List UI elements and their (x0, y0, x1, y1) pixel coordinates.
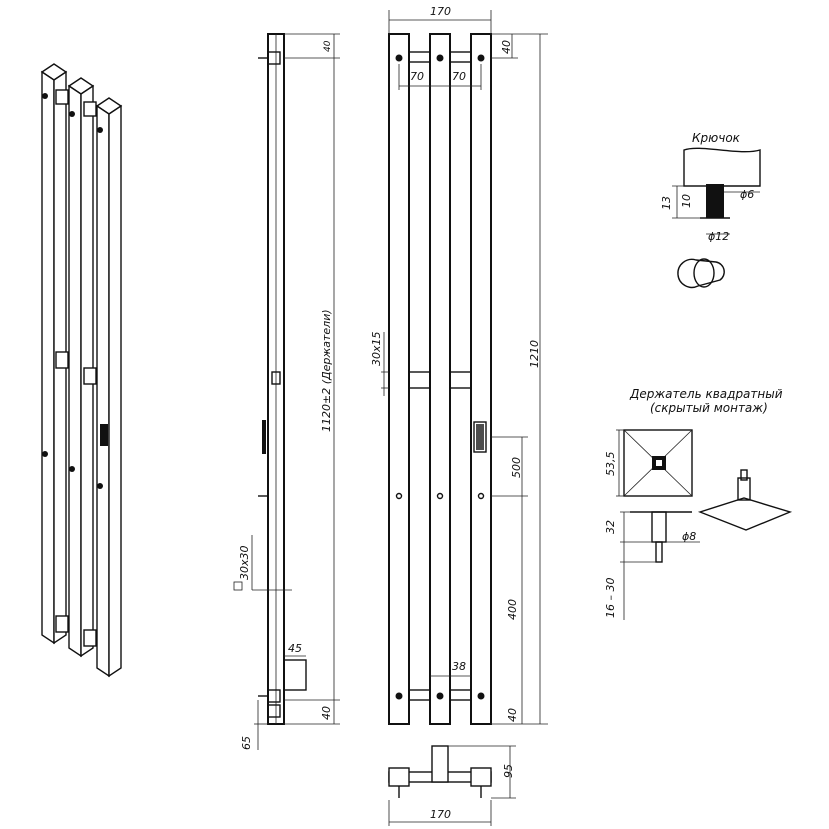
isometric-view (40, 63, 123, 678)
dim-95: 95 (502, 764, 515, 778)
dim-70-left: 70 (410, 70, 424, 83)
dim-40-front-bottom: 40 (506, 708, 519, 722)
dim-1210: 1210 (528, 340, 541, 368)
front-view (381, 10, 548, 725)
hook-dim-d12: ϕ12 (708, 230, 729, 243)
dim-30x15: 30x15 (370, 331, 383, 366)
dim-400: 400 (506, 599, 519, 620)
holder-dim-d8: ϕ8 (682, 530, 696, 543)
dim-40-side-top: 40 (323, 40, 333, 52)
dim-30x30: 30x30 (238, 545, 251, 580)
hook-labels: Крючок 13 10 ϕ6 ϕ12 (660, 131, 754, 243)
holder-dim-16-30: 16 – 30 (604, 578, 617, 619)
dim-40-side-bottom: 40 (320, 706, 333, 720)
holder-labels: Держатель квадратный (скрытый монтаж) 53… (604, 387, 783, 618)
hook-dim-d6: ϕ6 (740, 188, 754, 201)
hook-dim-10: 10 (680, 194, 693, 208)
dim-65: 65 (240, 736, 253, 750)
holder-detail (616, 429, 793, 620)
top-view (388, 745, 516, 826)
dim-500: 500 (510, 457, 523, 478)
holder-dim-32: 32 (604, 520, 617, 534)
dimension-labels: 170 170 40 40 70 70 1210 1120±2 (Держате… (238, 5, 541, 821)
dim-1120-holders: 1120±2 (Держатели) (320, 309, 333, 432)
dim-45: 45 (288, 642, 302, 655)
dim-70-right: 70 (452, 70, 466, 83)
hook-detail (672, 147, 761, 289)
dim-170-bottom: 170 (430, 808, 451, 821)
hook-title: Крючок (692, 131, 741, 145)
side-view (233, 33, 340, 750)
holder-title-1: Держатель квадратный (629, 387, 783, 401)
hook-dim-13: 13 (660, 196, 673, 210)
dim-38: 38 (452, 660, 466, 673)
dim-40-front-top: 40 (500, 40, 513, 54)
holder-dim-53-5: 53,5 (604, 452, 617, 477)
dim-170-top: 170 (430, 5, 451, 18)
holder-title-2: (скрытый монтаж) (650, 401, 768, 415)
